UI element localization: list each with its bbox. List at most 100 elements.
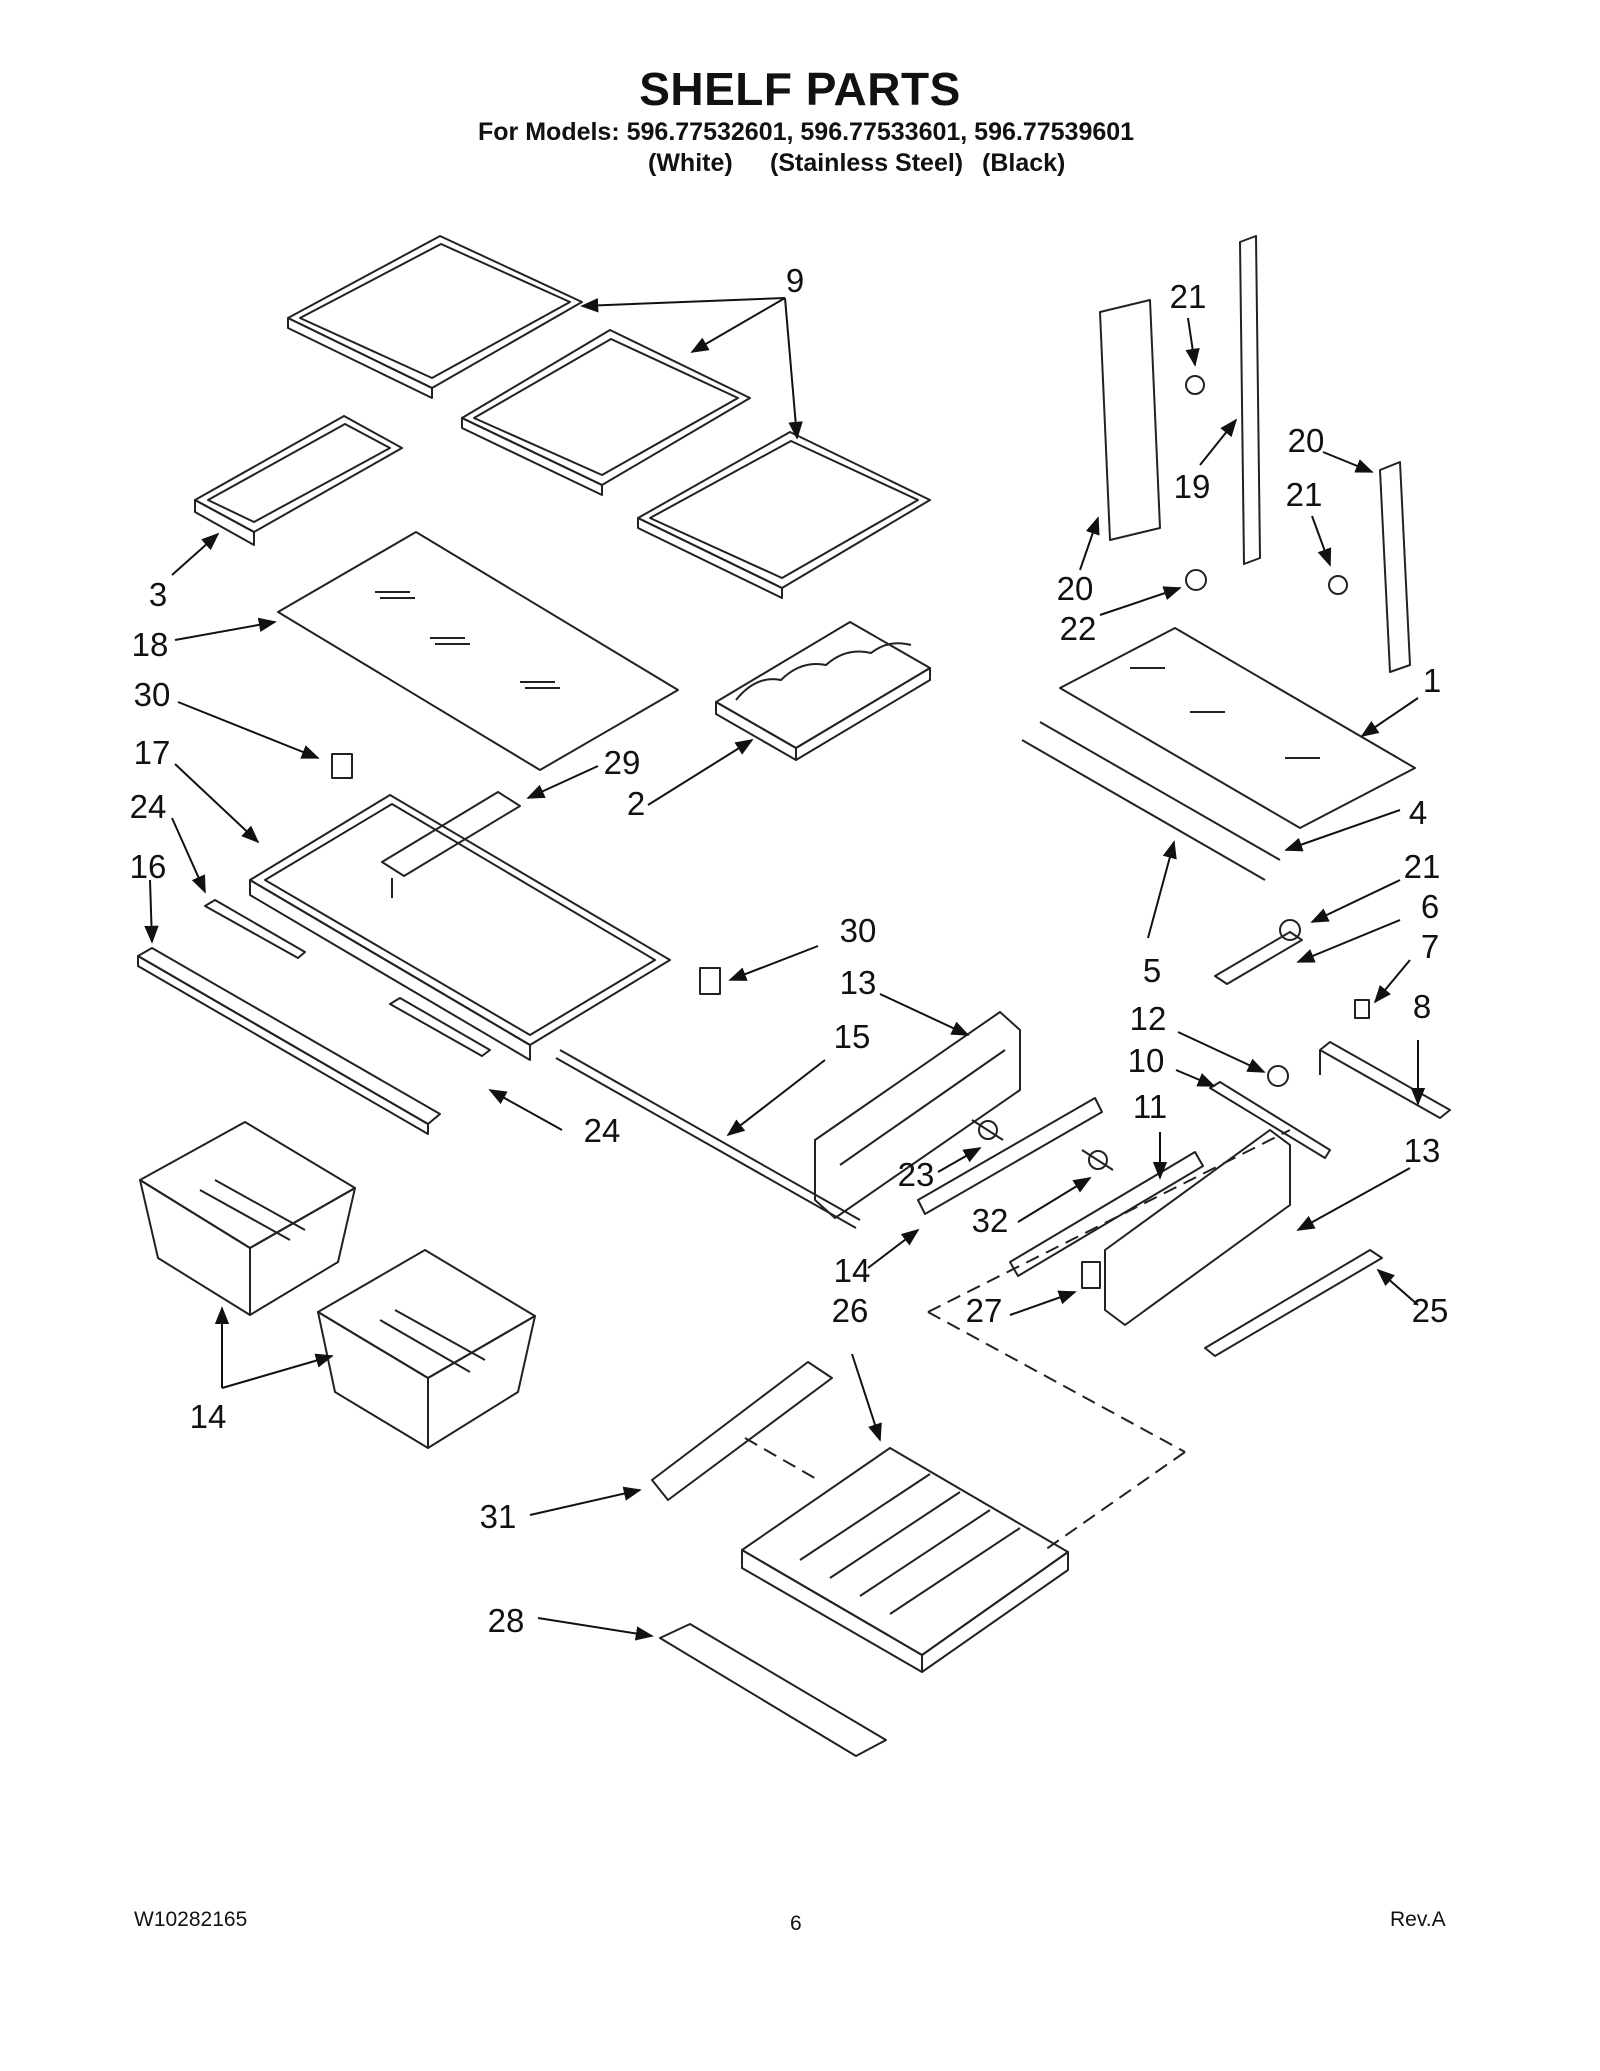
leader-10 <box>1175 1069 1216 1087</box>
callout-12: 12 <box>1130 1000 1167 1037</box>
models-line: For Models: 596.77532601, 596.77533601, … <box>478 118 1135 146</box>
part-20-rail-right <box>1379 461 1411 673</box>
leader-28 <box>537 1617 654 1641</box>
callout-24: 24 <box>584 1112 621 1149</box>
leader-16 <box>144 879 159 944</box>
leader-14a <box>867 1228 920 1269</box>
part-27-clip <box>1081 1261 1101 1289</box>
callout-25: 25 <box>1412 1292 1449 1329</box>
callout-13: 13 <box>1404 1132 1441 1169</box>
part-24-rail-bottom <box>389 997 491 1057</box>
part-7-clip <box>1354 999 1370 1019</box>
part-21-screw-upper-left <box>1185 375 1205 395</box>
callout-17: 17 <box>134 734 171 771</box>
doc-number: W10282165 <box>134 1908 248 1931</box>
part-14-crisper-drawer-right <box>317 1249 536 1449</box>
leader-21c <box>1310 879 1401 923</box>
callout-29: 29 <box>604 744 641 781</box>
finish-white: (White) <box>648 149 733 177</box>
callout-21: 21 <box>1286 476 1323 513</box>
leader-23 <box>937 1147 982 1173</box>
assembly-line-26b <box>927 1311 1186 1453</box>
leader-24b <box>488 1089 563 1131</box>
callout-20: 20 <box>1288 422 1325 459</box>
leader-30a <box>177 701 320 759</box>
leader-4 <box>1284 809 1401 852</box>
part-32-screw <box>1081 1149 1114 1171</box>
callout-21: 21 <box>1170 278 1207 315</box>
part-15-rod <box>555 1049 861 1229</box>
part-6-bracket <box>1214 931 1303 985</box>
part-4-trim <box>1039 721 1281 861</box>
callout-26: 26 <box>832 1292 869 1329</box>
leader-5 <box>1147 840 1177 939</box>
part-13-crisper-end-left <box>814 1011 1021 1219</box>
part-26-pan <box>741 1447 1069 1673</box>
part-9-shelf-middle <box>461 329 751 496</box>
part-17-shelf-frame <box>249 794 671 1061</box>
leader-22 <box>1099 586 1182 616</box>
callout-28: 28 <box>488 1602 525 1639</box>
callout-8: 8 <box>1413 988 1431 1025</box>
part-1-glass-shelf <box>1059 627 1416 829</box>
callout-23: 23 <box>898 1156 935 1193</box>
leader-6 <box>1296 919 1401 963</box>
leader-29 <box>526 765 599 799</box>
part-13-crisper-end-right <box>1104 1129 1291 1326</box>
part-22-screw <box>1185 569 1207 591</box>
callout-2: 2 <box>627 785 645 822</box>
callout-14: 14 <box>190 1398 227 1435</box>
part-14-slide <box>917 1097 1103 1215</box>
callout-3: 3 <box>149 576 167 613</box>
leader-9b <box>690 297 786 353</box>
leader-20b <box>1079 516 1100 571</box>
callout-19: 19 <box>1174 468 1211 505</box>
callout-5: 5 <box>1143 952 1161 989</box>
leader-1 <box>1360 697 1419 738</box>
leader-15 <box>726 1059 826 1137</box>
part-23-screw <box>971 1119 1004 1141</box>
leader-25 <box>1376 1268 1419 1306</box>
part-30-clip-bottom <box>699 967 721 995</box>
callout-31: 31 <box>480 1498 517 1535</box>
callout-32: 32 <box>972 1202 1009 1239</box>
part-14-crisper-drawer-left <box>139 1121 356 1316</box>
leader-9c <box>784 297 803 440</box>
callout-30: 30 <box>840 912 877 949</box>
part-31-divider <box>651 1361 833 1501</box>
leader-13b <box>1296 1167 1411 1231</box>
assembly-line-26c <box>1041 1451 1186 1553</box>
revision: Rev.A <box>1390 1908 1446 1931</box>
callout-10: 10 <box>1128 1042 1165 1079</box>
callout-24: 24 <box>130 788 167 825</box>
finish-black: (Black) <box>982 149 1066 177</box>
leader-21b <box>1311 515 1332 567</box>
part-21-screw-upper-right <box>1328 575 1348 595</box>
part-2-tray <box>715 621 931 761</box>
leader-7 <box>1373 959 1411 1004</box>
page-number: 6 <box>790 1912 802 1935</box>
callout-7: 7 <box>1421 928 1439 965</box>
part-21-screw-lower <box>1279 919 1301 941</box>
callout-14: 14 <box>834 1252 871 1289</box>
callout-18: 18 <box>132 626 169 663</box>
callout-15: 15 <box>834 1018 871 1055</box>
part-8-frame-end <box>1319 1041 1451 1119</box>
leader-32 <box>1017 1177 1092 1223</box>
callout-16: 16 <box>130 848 167 885</box>
part-9-shelf-bottom <box>637 431 931 599</box>
part-28-handle <box>659 1623 887 1757</box>
leader-2 <box>647 739 754 806</box>
callout-13: 13 <box>840 964 877 1001</box>
callout-30: 30 <box>134 676 171 713</box>
assembly-line-31 <box>744 1437 819 1481</box>
callout-21: 21 <box>1404 848 1441 885</box>
leader-19 <box>1199 418 1238 466</box>
leader-12 <box>1177 1031 1266 1073</box>
callout-9: 9 <box>786 262 804 299</box>
leader-27 <box>1009 1290 1077 1316</box>
assembly-line-26 <box>927 1129 1291 1313</box>
leader-26 <box>851 1353 882 1442</box>
leader-9a <box>580 297 786 313</box>
